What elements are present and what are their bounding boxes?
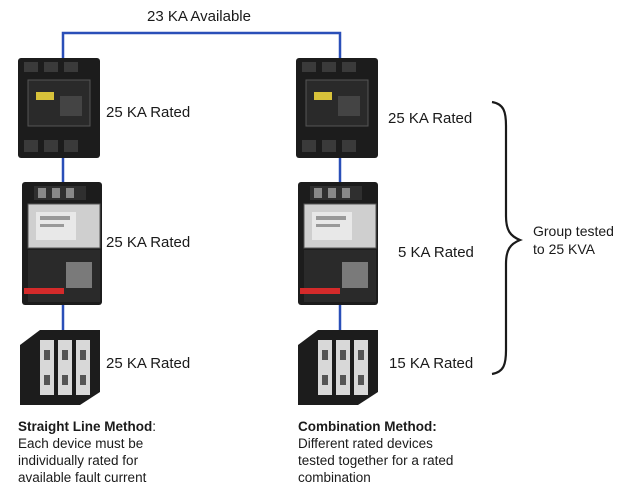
straight-line-desc-2: individually rated for xyxy=(18,453,139,468)
left-motor-starter xyxy=(22,182,102,305)
straight-line-method-text: Straight Line Method: Each device must b… xyxy=(18,418,156,486)
right-breaker-rating: 25 KA Rated xyxy=(388,110,473,127)
right-terminal-block xyxy=(298,330,378,405)
straight-line-desc-3: available fault current xyxy=(18,470,147,485)
combination-desc-1: Different rated devices xyxy=(298,436,433,451)
straight-line-method-title: Straight Line Method xyxy=(18,419,153,434)
straight-line-desc-1: Each device must be xyxy=(18,436,144,451)
left-circuit-breaker xyxy=(18,58,100,158)
group-tested-label: Group tested to 25 KVA xyxy=(533,222,614,258)
available-fault-label: 23 KA Available xyxy=(147,8,251,25)
combination-desc-3: combination xyxy=(298,470,371,485)
right-circuit-breaker xyxy=(296,58,378,158)
combination-method-text: Combination Method: Different rated devi… xyxy=(298,418,453,486)
right-terminal-rating: 15 KA Rated xyxy=(389,355,474,372)
combination-desc-2: tested together for a rated xyxy=(298,453,454,468)
top-wire xyxy=(61,31,342,58)
left-starter-rating: 25 KA Rated xyxy=(106,234,191,251)
combination-method-title: Combination Method: xyxy=(298,419,437,434)
right-starter-rating: 5 KA Rated xyxy=(398,244,474,261)
left-breaker-rating: 25 KA Rated xyxy=(106,104,191,121)
left-terminal-rating: 25 KA Rated xyxy=(106,355,191,372)
wiring xyxy=(61,31,342,330)
group-tested-line-1: Group tested xyxy=(533,223,614,239)
straight-line-method-colon: : xyxy=(152,419,157,434)
right-motor-starter xyxy=(298,182,378,305)
group-tested-line-2: to 25 KVA xyxy=(533,241,596,257)
left-terminal-block xyxy=(20,330,100,405)
group-brace xyxy=(491,100,523,376)
